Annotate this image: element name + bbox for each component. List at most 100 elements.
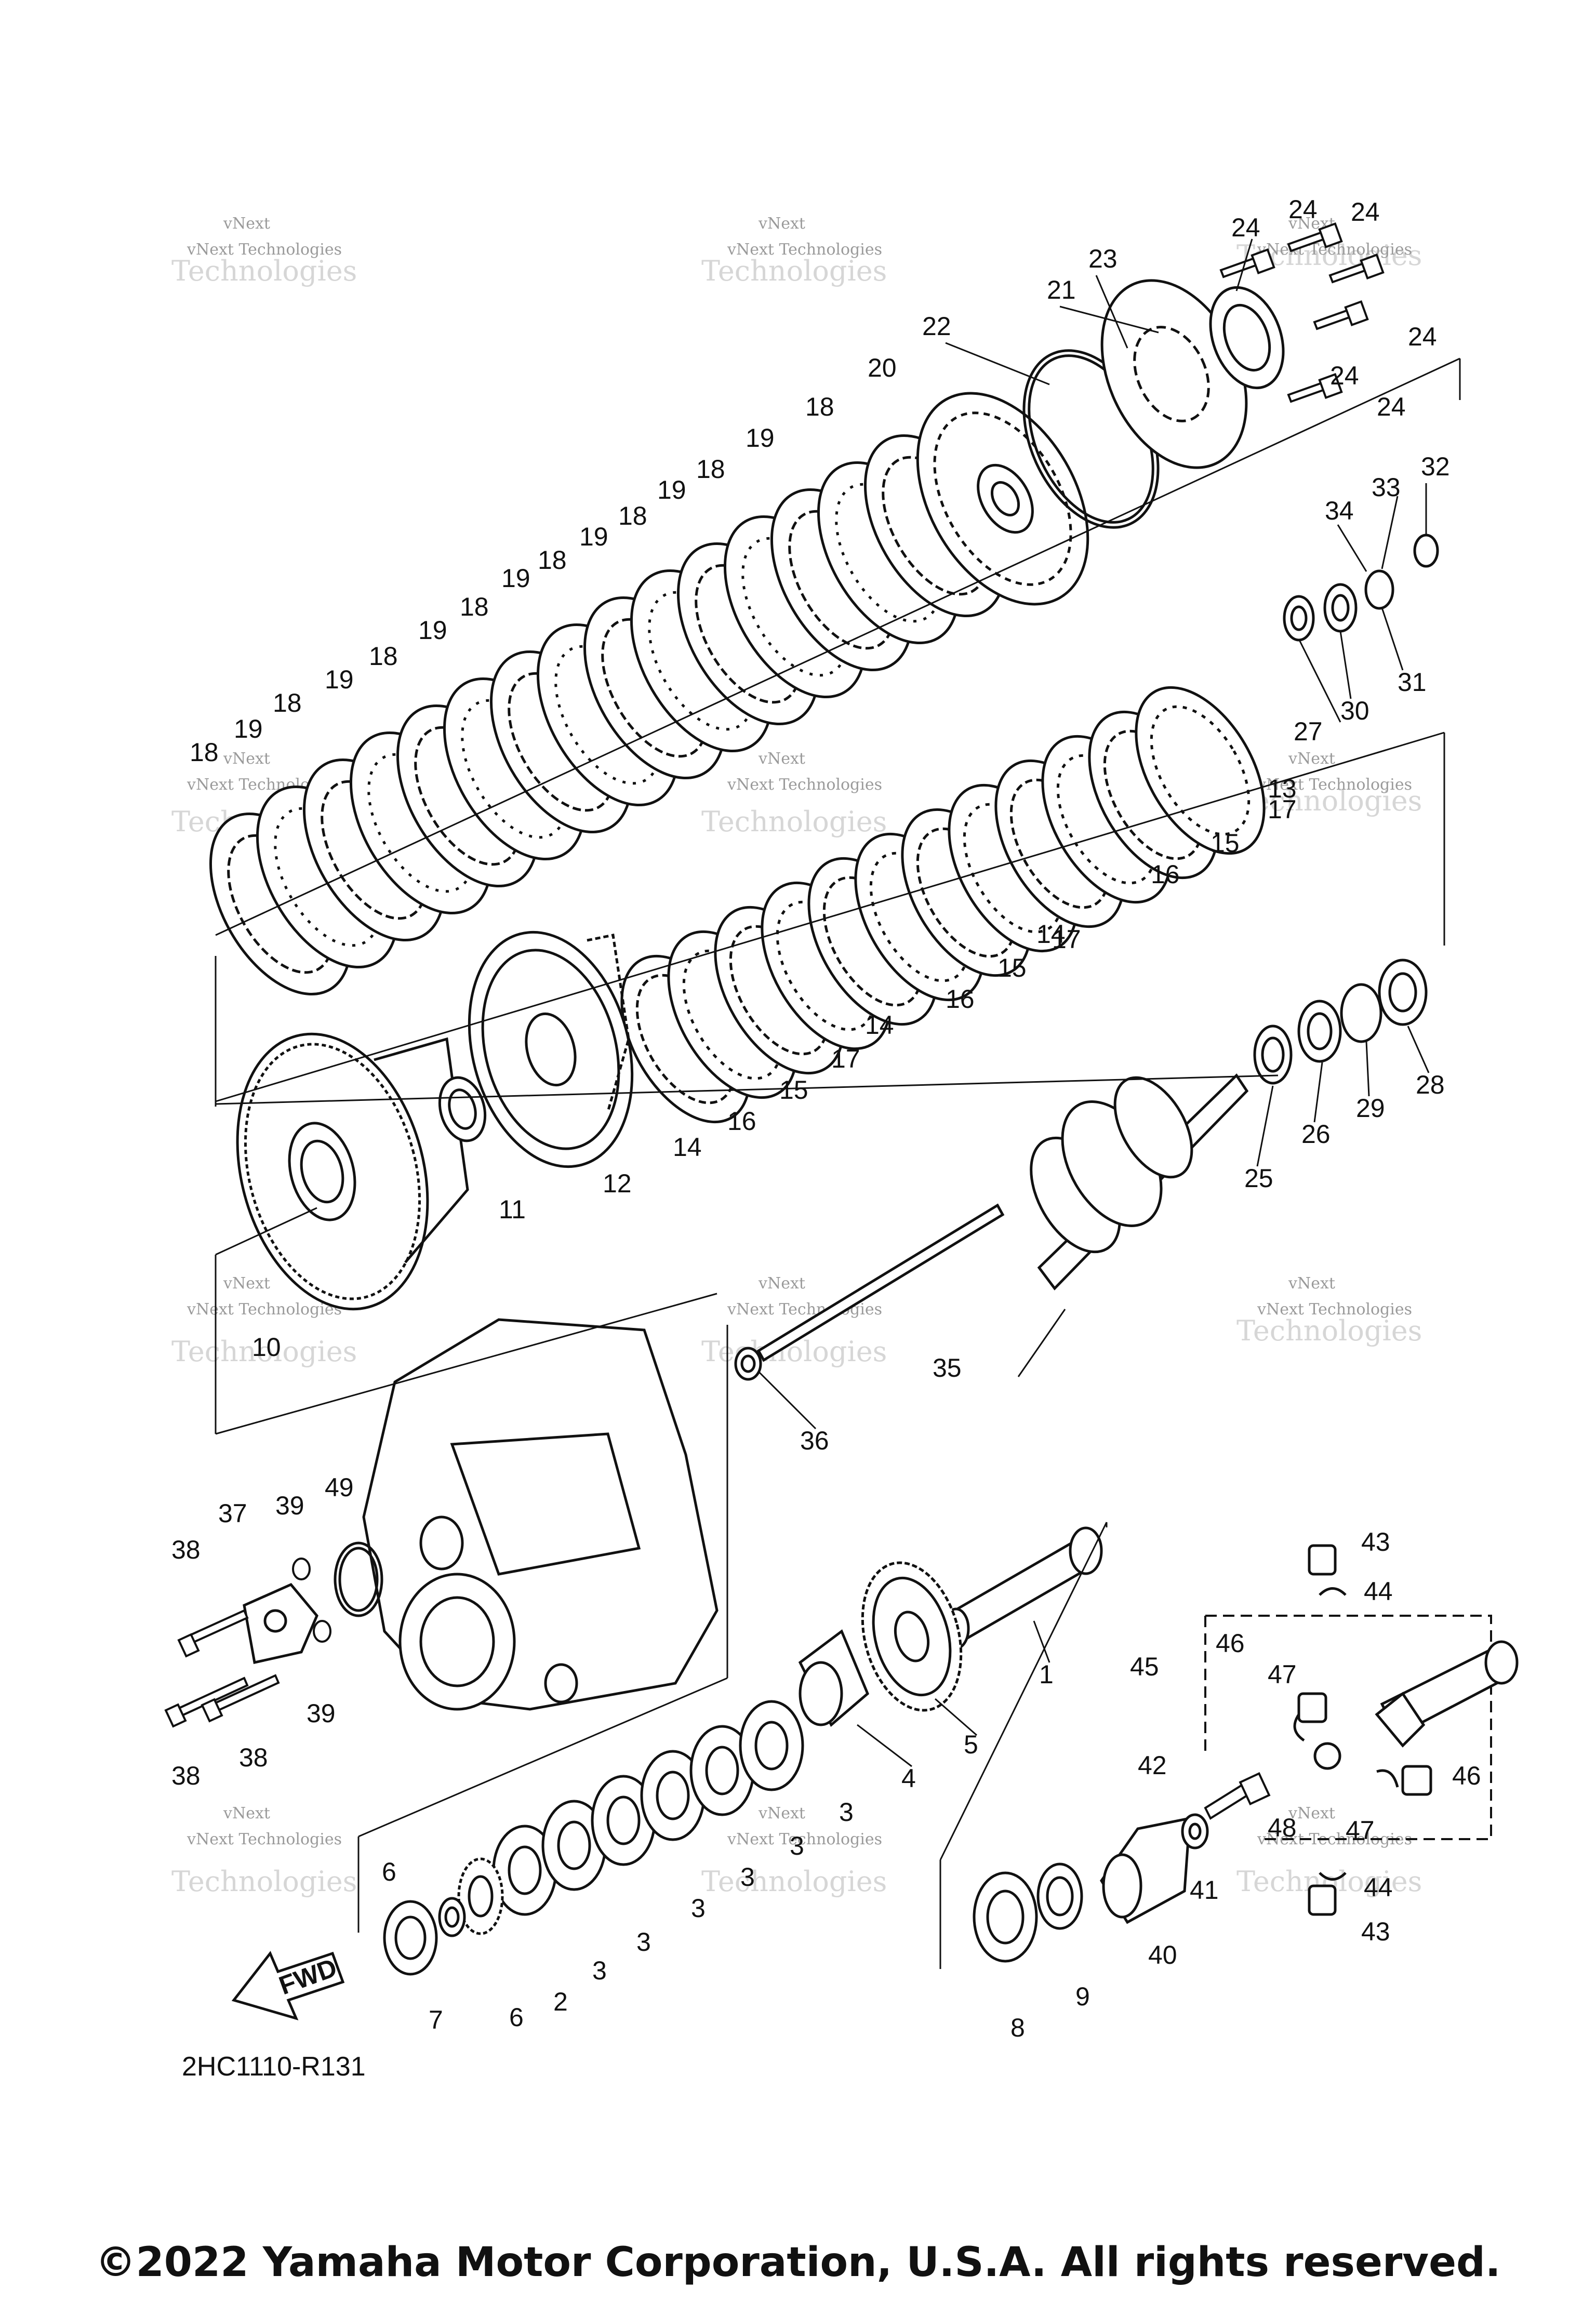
svg-text:42: 42 xyxy=(1138,1751,1167,1780)
svg-text:vNext Technologies: vNext Technologies xyxy=(727,776,882,794)
svg-text:vNext: vNext xyxy=(223,1274,270,1293)
output-bearing xyxy=(973,1862,1083,1963)
svg-text:1: 1 xyxy=(1039,1660,1054,1689)
crankcase xyxy=(362,1318,719,1711)
svg-text:18: 18 xyxy=(460,592,489,621)
middle-drive-gear xyxy=(861,1561,963,1712)
watermark: Technologies vNext vNext Technologies xyxy=(1236,215,1422,272)
svg-text:16: 16 xyxy=(946,984,975,1014)
svg-text:vNext Technologies: vNext Technologies xyxy=(187,1830,342,1848)
svg-text:vNext: vNext xyxy=(758,1274,805,1293)
svg-text:19: 19 xyxy=(657,475,686,504)
shim xyxy=(689,1725,755,1816)
svg-text:vNext: vNext xyxy=(1288,1274,1335,1293)
svg-text:28: 28 xyxy=(1416,1070,1445,1099)
svg-text:Technologies: Technologies xyxy=(171,1335,357,1368)
svg-text:3: 3 xyxy=(839,1798,854,1827)
svg-text:47: 47 xyxy=(1268,1660,1297,1689)
svg-text:13: 13 xyxy=(1268,774,1297,803)
svg-text:35: 35 xyxy=(933,1353,962,1382)
svg-text:38: 38 xyxy=(239,1743,268,1772)
svg-text:38: 38 xyxy=(171,1761,201,1790)
svg-text:19: 19 xyxy=(234,714,263,743)
svg-text:19: 19 xyxy=(579,522,608,551)
clutch-plate xyxy=(1135,686,1266,855)
svg-text:15: 15 xyxy=(1211,829,1240,858)
copyright-notice: ©2022 Yamaha Motor Corporation, U.S.A. A… xyxy=(95,2239,1501,2286)
svg-text:Technologies: Technologies xyxy=(1236,784,1422,817)
svg-text:7: 7 xyxy=(429,2005,443,2034)
svg-text:45: 45 xyxy=(1130,1652,1159,1681)
watermark: Technologies vNext vNext Technologies xyxy=(171,1274,357,1368)
callout-labels: 1 2 3 3 3 3 3 3 4 5 6 6 7 8 9 10 11 12 1… xyxy=(171,195,1481,2042)
watermark: Technologies vNext vNext Technologies xyxy=(1236,1274,1422,1347)
svg-text:vNext: vNext xyxy=(1288,750,1335,768)
svg-text:46: 46 xyxy=(1216,1629,1245,1658)
bolt-group xyxy=(1219,222,1385,403)
svg-text:24: 24 xyxy=(1231,213,1260,242)
svg-text:16: 16 xyxy=(727,1107,756,1136)
svg-text:17: 17 xyxy=(831,1044,860,1073)
svg-text:32: 32 xyxy=(1421,452,1450,481)
watermarks: Technologies vNext vNext Technologies Te… xyxy=(171,215,1422,1898)
svg-text:vNext Technologies: vNext Technologies xyxy=(1257,1300,1412,1319)
coupling xyxy=(798,1629,870,1727)
oil-seal xyxy=(734,1347,762,1381)
fwd-arrow-icon: FWD xyxy=(231,1951,345,2020)
svg-text:Technologies: Technologies xyxy=(171,1865,357,1898)
bearing-left xyxy=(383,1897,466,1976)
svg-text:30: 30 xyxy=(1340,696,1369,725)
svg-text:34: 34 xyxy=(1325,496,1354,525)
svg-text:18: 18 xyxy=(538,546,567,575)
svg-text:24: 24 xyxy=(1377,392,1406,421)
svg-text:15: 15 xyxy=(779,1075,808,1105)
svg-text:43: 43 xyxy=(1361,1917,1390,1946)
drive-shaft xyxy=(942,1526,1103,1650)
svg-text:47: 47 xyxy=(1346,1816,1375,1845)
svg-text:19: 19 xyxy=(746,423,775,453)
svg-text:18: 18 xyxy=(273,688,302,717)
diagram-code: 2HC1110-R131 xyxy=(182,2052,366,2082)
svg-text:15: 15 xyxy=(998,953,1027,982)
svg-text:3: 3 xyxy=(740,1862,755,1892)
svg-text:41: 41 xyxy=(1190,1875,1219,1905)
svg-text:33: 33 xyxy=(1372,473,1401,502)
svg-text:8: 8 xyxy=(1010,2013,1025,2042)
universal-joint-box xyxy=(1204,1615,1492,1840)
svg-text:16: 16 xyxy=(1151,860,1180,889)
clutch-spring-bolt xyxy=(1287,373,1343,403)
svg-text:3: 3 xyxy=(691,1894,706,1923)
svg-text:Technologies: Technologies xyxy=(701,255,887,287)
svg-text:17: 17 xyxy=(1268,795,1297,824)
svg-text:vNext: vNext xyxy=(223,1804,270,1822)
svg-text:14: 14 xyxy=(865,1010,894,1040)
svg-text:36: 36 xyxy=(800,1426,829,1455)
clutch-spring-bolt xyxy=(1328,254,1385,284)
svg-text:12: 12 xyxy=(603,1169,632,1198)
svg-text:6: 6 xyxy=(509,2003,524,2032)
svg-text:18: 18 xyxy=(805,392,834,421)
watermark: Technologies vNext vNext Technologies xyxy=(701,750,887,838)
yoke-bolt xyxy=(1204,1772,1271,1820)
svg-text:vNext: vNext xyxy=(758,750,805,768)
assembly-guide-lines xyxy=(215,357,1461,1969)
watermark: Technologies vNext vNext Technologies xyxy=(171,1804,357,1898)
o-ring xyxy=(334,1541,383,1617)
svg-text:39: 39 xyxy=(275,1491,304,1520)
svg-text:46: 46 xyxy=(1452,1761,1481,1790)
svg-text:22: 22 xyxy=(922,312,951,341)
svg-text:24: 24 xyxy=(1288,195,1318,224)
clutch-housing xyxy=(236,1032,469,1311)
svg-text:49: 49 xyxy=(325,1473,354,1502)
svg-text:21: 21 xyxy=(1047,275,1076,304)
svg-text:3: 3 xyxy=(636,1927,651,1957)
svg-text:19: 19 xyxy=(325,665,354,694)
universal-joint xyxy=(1297,1544,1519,1916)
svg-text:14: 14 xyxy=(673,1133,702,1162)
svg-text:31: 31 xyxy=(1398,668,1427,697)
sensor-bolts xyxy=(164,1609,280,1728)
svg-text:Technologies: Technologies xyxy=(171,255,357,287)
svg-text:vNext Technologies: vNext Technologies xyxy=(187,1300,342,1319)
shim xyxy=(640,1750,706,1841)
